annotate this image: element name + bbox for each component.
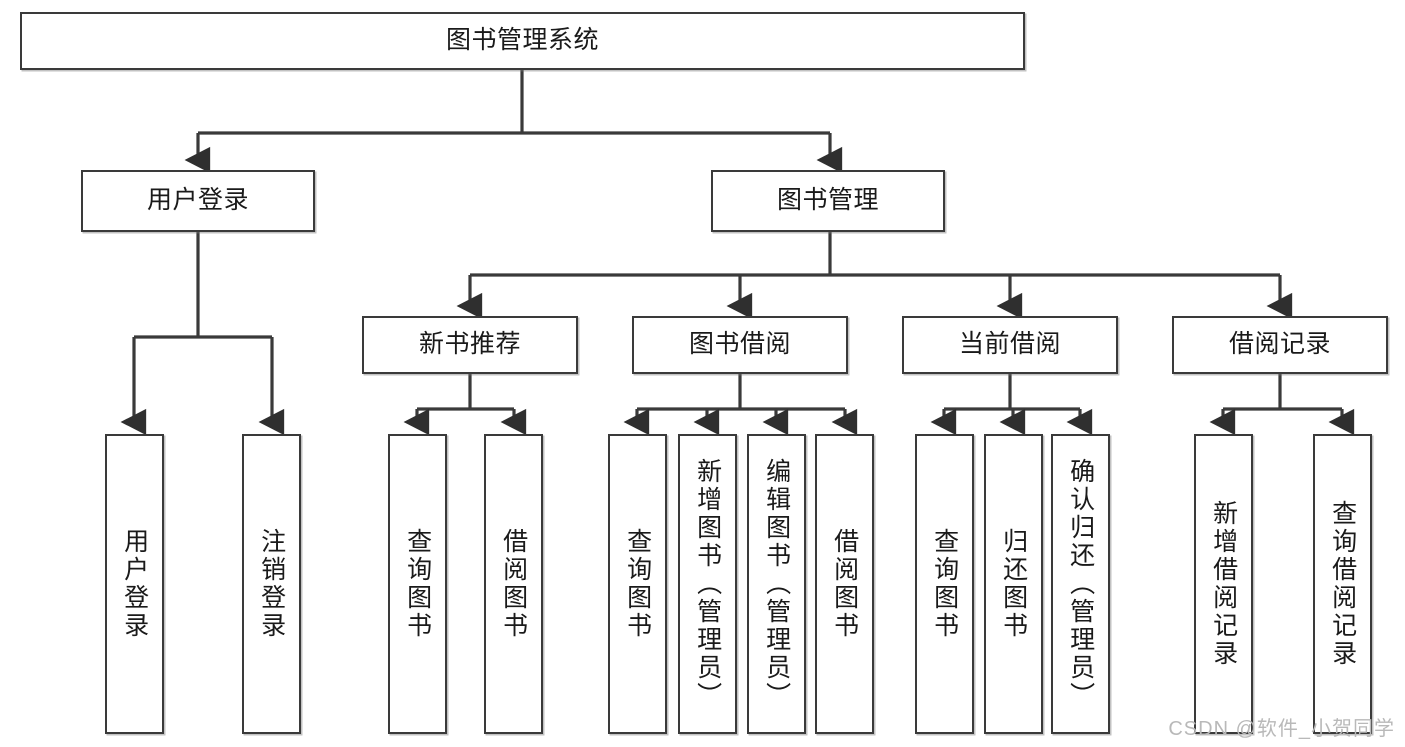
leaf-user-login-logout-label: 注销登录 [257, 528, 286, 640]
node-book-management[interactable]: 图书管理 [711, 170, 945, 232]
leaf-new-book-query[interactable]: 查询图书 [388, 434, 447, 734]
node-book-borrow[interactable]: 图书借阅 [632, 316, 848, 374]
leaf-user-login-login[interactable]: 用户登录 [105, 434, 164, 734]
leaf-current-borrow-return[interactable]: 归还图书 [984, 434, 1043, 734]
leaf-book-borrow-borrow-label: 借阅图书 [830, 528, 859, 640]
leaf-new-book-borrow[interactable]: 借阅图书 [484, 434, 543, 734]
leaf-current-borrow-confirm[interactable]: 确认归还（管理员） [1051, 434, 1110, 734]
node-borrow-record[interactable]: 借阅记录 [1172, 316, 1388, 374]
leaf-current-borrow-query[interactable]: 查询图书 [915, 434, 974, 734]
node-root[interactable]: 图书管理系统 [20, 12, 1025, 70]
leaf-book-borrow-query[interactable]: 查询图书 [608, 434, 667, 734]
leaf-new-book-query-label: 查询图书 [403, 528, 432, 640]
leaf-book-borrow-edit-label: 编辑图书（管理员） [762, 458, 791, 710]
leaf-current-borrow-return-label: 归还图书 [999, 528, 1028, 640]
leaf-book-borrow-query-label: 查询图书 [623, 528, 652, 640]
node-book-borrow-label: 图书借阅 [688, 330, 791, 359]
node-new-book-recommend[interactable]: 新书推荐 [362, 316, 578, 374]
node-current-borrow[interactable]: 当前借阅 [902, 316, 1118, 374]
node-root-label: 图书管理系统 [445, 26, 599, 55]
node-current-borrow-label: 当前借阅 [958, 330, 1061, 359]
leaf-new-book-borrow-label: 借阅图书 [499, 528, 528, 640]
leaf-borrow-record-add[interactable]: 新增借阅记录 [1194, 434, 1253, 734]
node-user-login-label: 用户登录 [146, 186, 249, 215]
leaf-borrow-record-query-label: 查询借阅记录 [1328, 500, 1357, 668]
node-borrow-record-label: 借阅记录 [1228, 330, 1331, 359]
node-new-book-recommend-label: 新书推荐 [418, 330, 521, 359]
node-user-login[interactable]: 用户登录 [81, 170, 315, 232]
node-book-management-label: 图书管理 [776, 186, 879, 215]
leaf-borrow-record-add-label: 新增借阅记录 [1209, 500, 1238, 668]
leaf-current-borrow-query-label: 查询图书 [930, 528, 959, 640]
leaf-user-login-logout[interactable]: 注销登录 [242, 434, 301, 734]
leaf-book-borrow-add-label: 新增图书（管理员） [693, 458, 722, 710]
watermark: CSDN @软件_小贺同学 [1168, 718, 1395, 740]
leaf-borrow-record-query[interactable]: 查询借阅记录 [1313, 434, 1372, 734]
leaf-current-borrow-confirm-label: 确认归还（管理员） [1066, 458, 1095, 710]
leaf-book-borrow-borrow[interactable]: 借阅图书 [815, 434, 874, 734]
leaf-book-borrow-edit[interactable]: 编辑图书（管理员） [747, 434, 806, 734]
leaf-book-borrow-add[interactable]: 新增图书（管理员） [678, 434, 737, 734]
leaf-user-login-login-label: 用户登录 [120, 528, 149, 640]
